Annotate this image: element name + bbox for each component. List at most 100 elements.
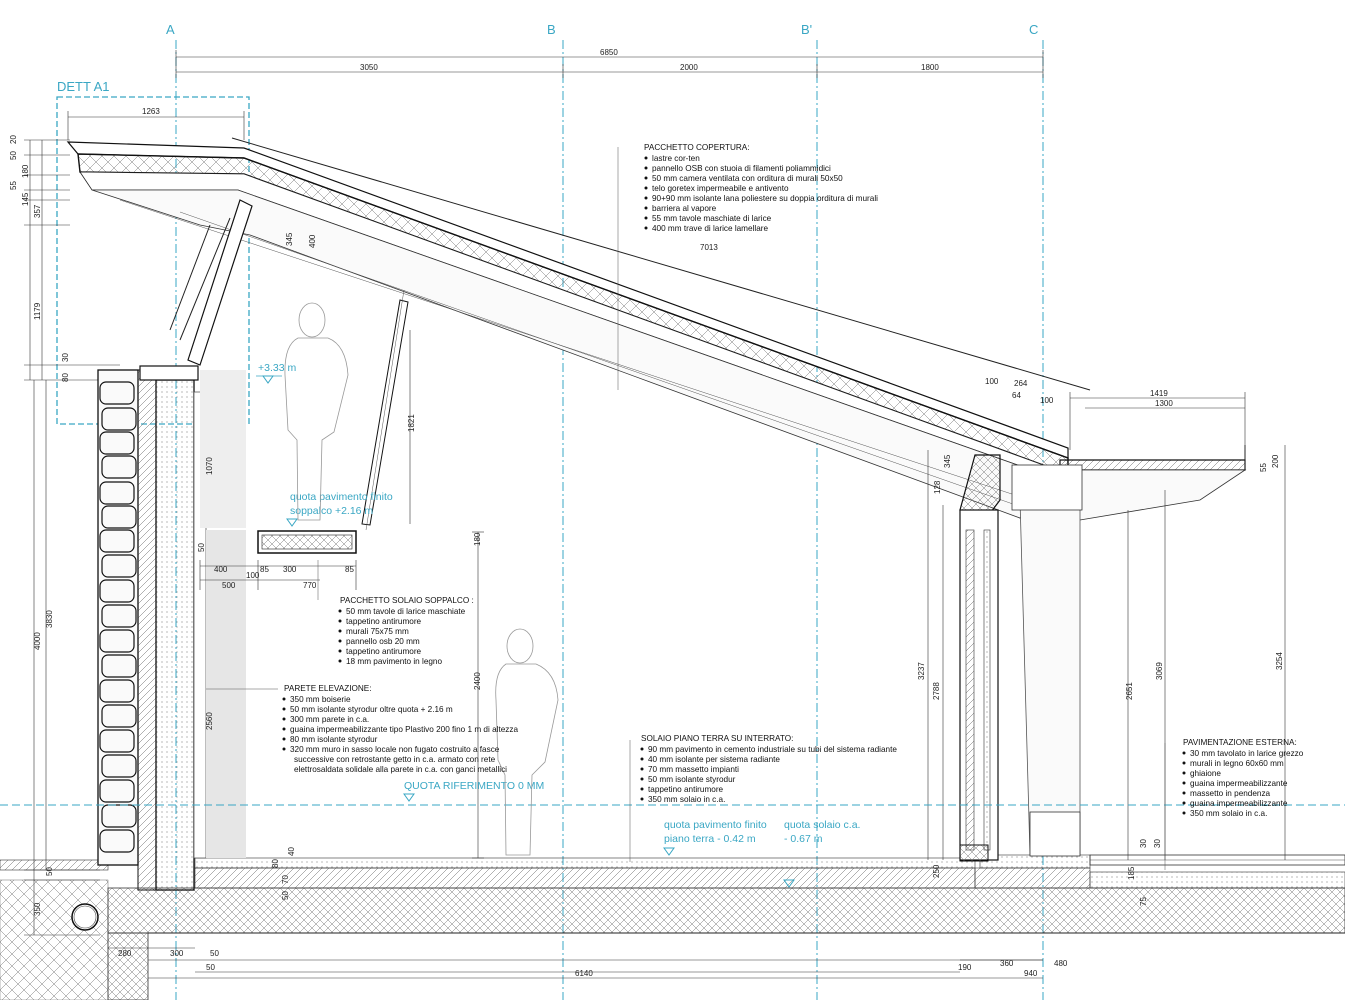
bullet-dot <box>640 767 644 771</box>
parete-item: 320 mm muro in sasso locale non fugato c… <box>290 745 500 754</box>
copertura-item: 55 mm tavole maschiate di larice <box>652 214 772 223</box>
level-mezzanine-line2: soppalco +2.16 m <box>290 505 373 517</box>
stone <box>99 579 135 603</box>
stone <box>99 679 135 703</box>
bullet-dot <box>640 777 644 781</box>
bullet-dot <box>1182 811 1186 815</box>
dim-col-250: 250 <box>932 864 941 878</box>
stone <box>99 779 135 803</box>
dim-col-2651: 2651 <box>1125 682 1134 700</box>
dim-roof-345: 345 <box>285 232 294 246</box>
dim-top-264: 264 <box>1014 379 1028 388</box>
parete-item: 80 mm isolante styrodur <box>290 735 378 744</box>
dim-mezz-770: 770 <box>303 581 317 590</box>
dim-strut-1821: 1821 <box>407 414 416 432</box>
dim-col-2788: 2788 <box>932 682 941 700</box>
stone <box>101 455 137 479</box>
dim-bot-360: 360 <box>1000 959 1014 968</box>
esterna-item: guaina impermeabilizzante <box>1190 799 1288 808</box>
dim-bot-280: 280 <box>118 949 132 958</box>
level-slab-line2: - 0.67 m <box>784 833 823 845</box>
solaio-item: tappetino antirumore <box>648 785 724 794</box>
soppalco-item: tappetino antirumore <box>346 617 422 626</box>
right-column <box>959 464 1083 862</box>
note-soppalco: PACCHETTO SOLAIO SOPPALCO : 50 mm tavole… <box>317 560 474 666</box>
bullet-dot <box>282 717 286 721</box>
dim-top-100a: 100 <box>985 377 999 386</box>
dim-mezz-300: 300 <box>283 565 297 574</box>
dim-col-3237: 3237 <box>917 662 926 680</box>
dim-base-40: 40 <box>287 847 296 856</box>
stone <box>101 604 137 628</box>
soppalco-item: pannello osb 20 mm <box>346 637 420 646</box>
level-markers: +3.33 m quota pavimento finito soppalco … <box>256 362 860 888</box>
stone <box>101 407 137 431</box>
bullet-dot <box>282 727 286 731</box>
note-copertura: PACCHETTO COPERTURA: lastre cor-tenpanne… <box>617 143 878 390</box>
copertura-item: 50 mm camera ventilata con orditura di m… <box>652 174 843 183</box>
level-reference: QUOTA RIFERIMENTO 0 MM <box>404 780 544 792</box>
dim-top-64: 64 <box>1012 391 1021 400</box>
esterna-item: 30 mm tavolato in larice grezzo <box>1190 749 1304 758</box>
dim-mezz-500: 500 <box>222 581 236 590</box>
bullet-dot <box>644 156 648 160</box>
dim-left-55: 55 <box>9 181 18 190</box>
copertura-item: 90+90 mm isolante lana poliestere su dop… <box>652 194 878 203</box>
soppalco-item: tappetino antirumore <box>346 647 422 656</box>
bullet-dot <box>640 787 644 791</box>
dim-base-50: 50 <box>281 891 290 900</box>
copertura-item: pannello OSB con stuoia di filamenti pol… <box>652 164 831 173</box>
top-dimensions: 6850 3050 2000 1800 <box>175 48 1044 78</box>
parete-continuation: elettrosaldata solidale alla parete in c… <box>294 765 507 774</box>
dim-left-3830: 3830 <box>45 610 54 628</box>
foundation <box>0 854 1345 1000</box>
parete-item: 350 mm boiserie <box>290 695 351 704</box>
esterna-item: massetto in pendenza <box>1190 789 1271 798</box>
stone <box>101 554 137 578</box>
grid-label-c: C <box>1029 22 1038 37</box>
dim-mezz-400: 400 <box>214 565 228 574</box>
bottom-dimensions: 280 300 50 50 6140 190 360 480 940 <box>108 947 1068 979</box>
bullet-dot <box>338 639 342 643</box>
bullet-dot <box>1182 781 1186 785</box>
stone <box>99 381 135 405</box>
note-solaio-title: SOLAIO PIANO TERRA SU INTERRATO: <box>641 734 793 743</box>
parete-item: 300 mm parete in c.a. <box>290 715 369 724</box>
bullet-dot <box>1182 761 1186 765</box>
dim-deck-30b: 30 <box>1153 839 1162 848</box>
dim-wall-1070: 1070 <box>205 457 214 475</box>
bullet-dot <box>644 196 648 200</box>
person-lower <box>495 628 559 856</box>
dim-mezz-180: 180 <box>473 532 482 546</box>
stone <box>99 481 135 505</box>
esterna-item: 350 mm solaio in c.a. <box>1190 809 1267 818</box>
dim-base-80: 80 <box>271 859 280 868</box>
dim-left-30: 30 <box>61 353 70 362</box>
dim-left-145: 145 <box>21 192 30 206</box>
dim-mezz-100: 100 <box>246 571 260 580</box>
left-glazing <box>169 199 253 366</box>
dim-mezz-85b: 85 <box>345 565 354 574</box>
level-ground-line2: piano terra - 0.42 m <box>664 833 756 845</box>
dim-canopy-1300: 1300 <box>1155 399 1173 408</box>
stone <box>101 704 137 728</box>
parete-item: 50 mm isolante styrodur oltre quota + 2.… <box>290 705 453 714</box>
bullet-dot <box>282 697 286 701</box>
dim-left-4000: 4000 <box>33 632 42 650</box>
dim-height-2400: 2400 <box>473 672 482 690</box>
bullet-dot <box>338 609 342 613</box>
dim-left-357: 357 <box>33 204 42 218</box>
bullet-dot <box>338 619 342 623</box>
note-parete-title: PARETE ELEVAZIONE: <box>284 684 372 693</box>
grid-label-a: A <box>166 22 175 37</box>
note-esterna-title: PAVIMENTAZIONE ESTERNA: <box>1183 738 1297 747</box>
mezzanine-dims: 400 100 85 300 85 500 770 180 50 1070 25… <box>197 232 484 900</box>
level-top-plus: +3.33 m <box>258 362 296 374</box>
dim-col-3254: 3254 <box>1275 652 1284 670</box>
dim-wall-50: 50 <box>197 543 206 552</box>
dim-seg-a: 3050 <box>360 63 378 72</box>
solaio-item: 350 mm solaio in c.a. <box>648 795 725 804</box>
dim-bot-6140: 6140 <box>575 969 593 978</box>
bullet-dot <box>644 226 648 230</box>
